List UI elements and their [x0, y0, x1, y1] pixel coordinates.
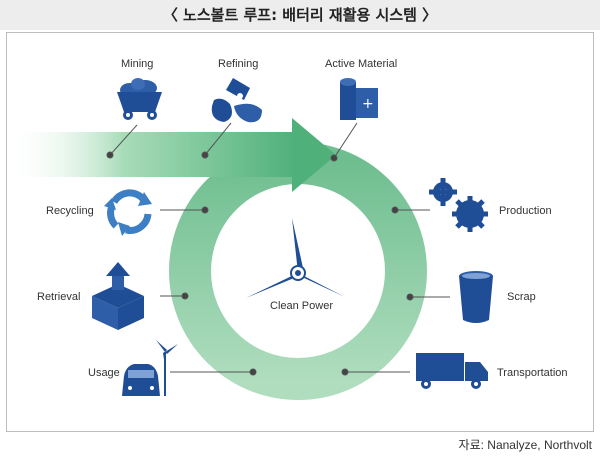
- recycling-arrowheads: [104, 192, 152, 236]
- svg-text:+: +: [362, 96, 374, 112]
- retrieval-box-icon: [92, 262, 144, 330]
- label-scrap: Scrap: [507, 291, 536, 303]
- wind-turbine-icon: [246, 218, 345, 298]
- truck-icon: [416, 353, 488, 389]
- ev-and-turbine-icon: [122, 340, 178, 396]
- label-active-material: Active Material: [325, 58, 398, 70]
- label-production: Production: [499, 205, 552, 217]
- label-usage: Usage: [88, 367, 120, 379]
- mining-cart-icon: [117, 78, 162, 120]
- label-mining: Mining: [121, 58, 154, 70]
- label-retrieval: Retrieval: [37, 291, 81, 303]
- label-refining: Refining: [218, 58, 259, 70]
- label-recycling: Recycling: [46, 205, 94, 217]
- input-arrow: [8, 118, 336, 192]
- trash-bin-icon: [459, 271, 493, 323]
- gears-icon: [429, 178, 488, 232]
- label-transportation: Transportation: [497, 367, 568, 379]
- refining-crucible-icon: [211, 78, 262, 123]
- source-caption: 자료: Nanalyze, Northvolt: [458, 438, 592, 452]
- diagram-title: 〈 노스볼트 루프: 배터리 재활용 시스템 〉: [0, 0, 600, 30]
- active-material-icon: +: [340, 78, 378, 120]
- connectors: [106, 122, 450, 376]
- label-clean-power: Clean Power: [270, 300, 333, 312]
